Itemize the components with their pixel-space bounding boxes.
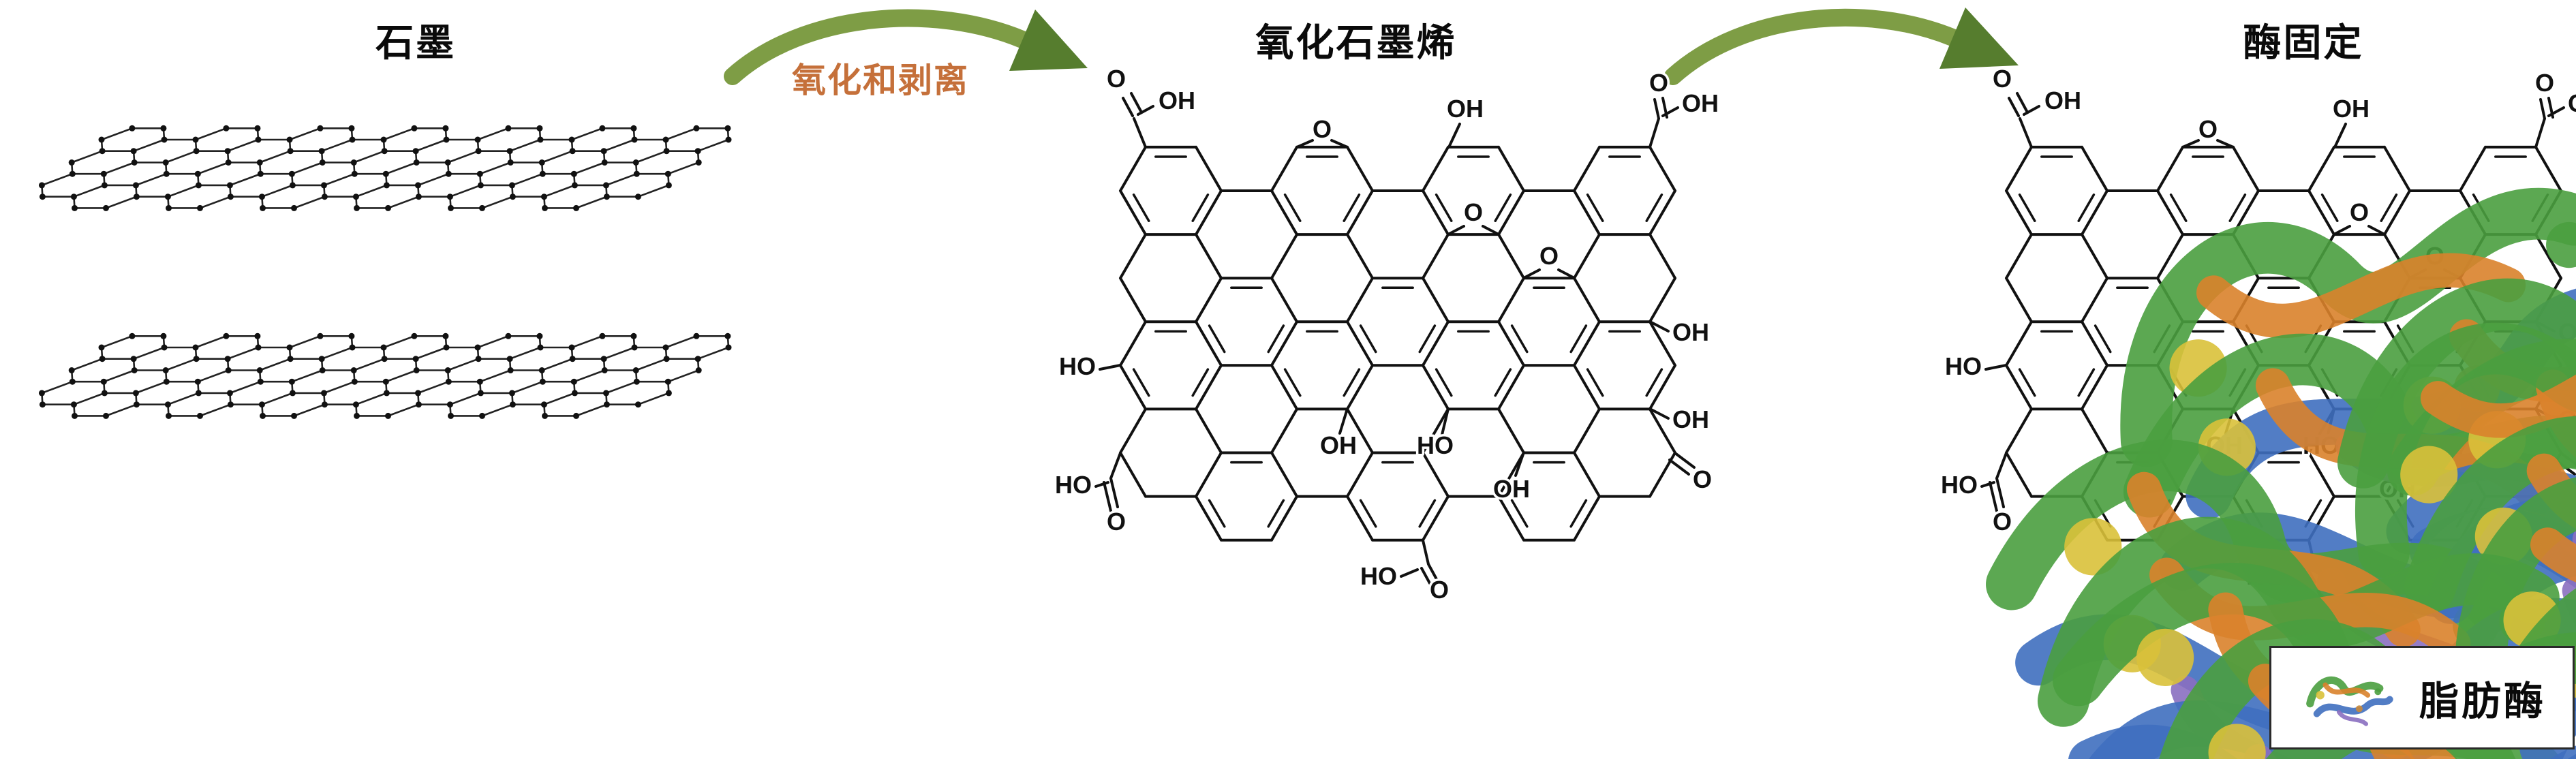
chem-label-o: O — [2198, 115, 2218, 143]
chem-label-o: O — [2350, 198, 2369, 226]
lattice-bonds — [1119, 145, 1676, 542]
chem-label-o: O — [1693, 465, 1712, 493]
chem-label-oh: OH — [1447, 95, 1484, 123]
chem-label-oh: OH — [1493, 475, 1530, 503]
chem-label-ho: HO — [1417, 431, 1454, 459]
lipase-icon — [2298, 660, 2400, 736]
carbon-atoms — [38, 125, 732, 211]
immobilization-arrow — [1664, 7, 2019, 85]
chem-label-o: O — [1107, 508, 1126, 536]
graphite-structure — [38, 125, 732, 419]
arrow-head-icon — [1939, 7, 2019, 69]
chem-label-oh: OH — [1672, 405, 1709, 433]
chem-label-ho: HO — [1941, 471, 1978, 499]
chem-label-oh: OH — [1320, 431, 1357, 459]
chem-label-ho: HO — [1360, 562, 1397, 590]
chem-label-o: O — [1649, 69, 1668, 97]
title-graphene-oxide: 氧化石墨烯 — [1255, 21, 1457, 64]
chem-label-o: O — [1993, 508, 2012, 536]
chem-label-ho: HO — [1059, 352, 1096, 380]
graphite-sheet-1 — [41, 127, 730, 209]
functional-group-bonds — [1094, 92, 1696, 585]
arrow-body — [724, 9, 1031, 85]
arrow-head-icon — [1009, 10, 1088, 71]
chem-label-o: O — [1993, 65, 2012, 93]
title-graphite: 石墨 — [375, 21, 456, 64]
graphite-sheet-2 — [41, 335, 730, 417]
chem-label-o: O — [1313, 115, 1332, 143]
chem-label-o: O — [1107, 65, 1126, 93]
double-bonds — [1132, 155, 1663, 528]
chem-label-oh: OH — [1159, 87, 1195, 114]
chem-label-oh: OH — [2044, 87, 2081, 114]
chem-label-oh: OH — [1672, 318, 1709, 346]
chem-label-o: O — [1539, 242, 1559, 270]
carbon-atoms — [38, 332, 732, 419]
legend: 脂肪酶 — [2269, 646, 2575, 749]
chem-label-o: O — [1430, 576, 1449, 604]
chem-label-o: O — [1464, 198, 1483, 226]
oxidation-arrow — [724, 9, 1088, 85]
chem-label-ho: HO — [1055, 471, 1092, 499]
chem-label-ho: HO — [1945, 352, 1982, 380]
arrow-body — [1664, 8, 1961, 85]
title-enzyme-immobilization: 酶固定 — [2243, 21, 2364, 64]
chem-label-oh: OH — [1682, 89, 1719, 117]
chem-label-o: O — [2535, 69, 2554, 97]
legend-label: 脂肪酶 — [2419, 679, 2546, 724]
chem-label-oh: OH — [2568, 89, 2576, 117]
chem-label-oh: OH — [2333, 95, 2370, 123]
oxidation-exfoliation-label: 氧化和剥离 — [792, 61, 969, 99]
